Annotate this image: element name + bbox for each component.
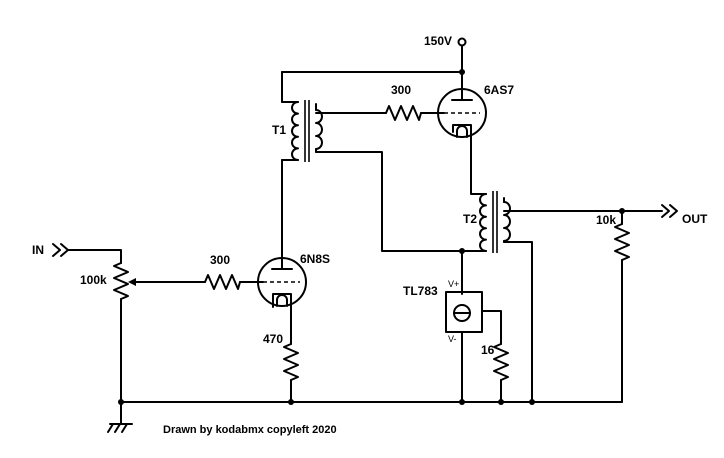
input-label: IN xyxy=(32,243,44,257)
ground-icon xyxy=(107,423,133,433)
6as7-cathode-to-t2-wire xyxy=(470,137,487,195)
grid-resistor-top xyxy=(385,105,422,121)
t1-transformer xyxy=(281,100,323,259)
junction-dot xyxy=(459,399,465,405)
cathode-resistor xyxy=(283,343,299,381)
load-resistor-label: 10k xyxy=(596,213,616,227)
load-resistor xyxy=(614,223,630,261)
set-resistor-label: 16 xyxy=(481,343,495,357)
junction-dot xyxy=(529,399,535,405)
tl783-vplus-label: V+ xyxy=(448,279,459,289)
grid-resistor-top-label: 300 xyxy=(391,83,411,97)
set-resistor xyxy=(493,343,509,381)
junction-dot xyxy=(498,399,504,405)
grid-resistor-bottom-label: 300 xyxy=(210,253,230,267)
cathode-resistor-label: 470 xyxy=(263,332,283,346)
tube-6as7 xyxy=(437,88,487,139)
input-wire xyxy=(67,249,122,264)
tube-6n8s-label: 6N8S xyxy=(300,252,330,266)
junction-dot xyxy=(288,399,294,405)
t2-label: T2 xyxy=(463,212,477,226)
t1-secondary-return-wire xyxy=(315,151,463,252)
tube-6n8s xyxy=(257,257,307,308)
supply-label: 150V xyxy=(424,34,452,48)
credit-text: Drawn by kodabmx copyleft 2020 xyxy=(163,424,337,436)
potentiometer-label: 100k xyxy=(80,273,107,287)
tl783-label: TL783 xyxy=(403,284,438,298)
grid-resistor-bottom xyxy=(204,274,241,290)
supply-terminal xyxy=(457,37,467,73)
input-arrow-icon xyxy=(52,243,69,257)
t1-label: T1 xyxy=(272,123,286,137)
tl783-regulator xyxy=(445,291,502,345)
output-label: OUT xyxy=(682,212,708,226)
t2-transformer xyxy=(461,191,511,253)
potentiometer xyxy=(113,262,148,300)
tl783-vminus-label: V- xyxy=(448,334,457,344)
junction-dot xyxy=(118,399,124,405)
output-arrow-icon xyxy=(661,204,678,218)
t2-secondary-return-wire xyxy=(503,241,533,403)
tube-6as7-label: 6AS7 xyxy=(484,83,514,97)
